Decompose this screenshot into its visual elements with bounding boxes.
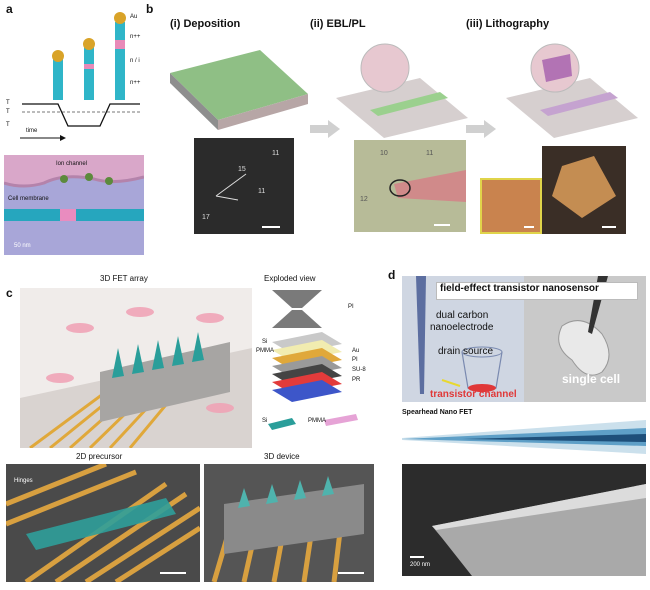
cell-membrane-label: Cell membrane	[8, 196, 49, 202]
exploded-si: Si	[262, 339, 268, 345]
exploded-layer-pr: PR	[352, 377, 361, 383]
time-label: time	[26, 128, 38, 134]
exploded-layer-au: Au	[352, 348, 360, 354]
mark-15: 15	[238, 166, 246, 173]
exploded-layer-pi-top: PI	[348, 304, 354, 310]
cell-membrane-illustration	[4, 155, 144, 255]
temp-label-3: T	[6, 122, 10, 128]
lithography-chip-image-left	[480, 178, 542, 234]
exploded-layer-su8: SU-8	[352, 367, 366, 373]
mark-17: 17	[202, 214, 210, 221]
lithography-substrate	[506, 43, 638, 138]
scalebar-device	[338, 572, 364, 574]
step-lithography: (iii) Lithography	[466, 18, 550, 30]
fet-array-illustration	[20, 288, 252, 448]
scalebar-precursor	[160, 572, 186, 574]
layer-npp-top: n++	[130, 34, 141, 40]
single-cell-label: single cell	[562, 372, 621, 386]
exploded-layer-pi: PI	[352, 357, 358, 363]
scalebar-spearhead	[410, 556, 424, 558]
exploded-pmma: PMMA	[256, 348, 274, 354]
deposition-substrate	[170, 50, 308, 130]
temp-label-2: T	[6, 109, 10, 115]
scalebar-litho-left	[524, 226, 534, 228]
nanowire-growth-diagram	[20, 12, 140, 141]
hinges-label: Hinges	[14, 478, 33, 484]
panel-c-label: c	[6, 286, 13, 300]
ion-channel-label: Ion channel	[56, 161, 88, 167]
device-title: 3D device	[264, 452, 300, 461]
nanosensor-illustration	[402, 276, 646, 402]
lithography-chip-image-right	[542, 146, 626, 234]
dual-carbon-label: dual carbon	[436, 310, 489, 321]
panel-a-label: a	[6, 2, 13, 16]
scale-label-d: 200 nm	[410, 562, 431, 568]
exploded-view-stack	[268, 290, 358, 430]
spearhead-probe	[402, 420, 646, 454]
scalebar-litho-right	[602, 226, 616, 228]
sem-2d-precursor	[6, 464, 200, 582]
scalebar-ebl	[434, 224, 450, 226]
panel-d-label: d	[388, 268, 396, 282]
legend-si: Si	[262, 418, 268, 424]
nanosensor-title: field-effect transistor nanosensor	[440, 283, 599, 294]
array-title: 3D FET array	[100, 274, 148, 283]
layer-npp-bottom: n++	[130, 80, 141, 86]
mark-11-b: 11	[258, 188, 266, 195]
scalebar-deposition	[262, 226, 280, 228]
scale-label-a: 50 nm	[14, 243, 31, 249]
panel-b-label: b	[146, 2, 154, 16]
sem-3d-device	[204, 464, 374, 582]
precursor-title: 2D precursor	[76, 452, 123, 461]
legend-pmma: PMMA	[308, 418, 326, 424]
temp-label-1: T	[6, 100, 10, 106]
optical-ebl-image	[354, 140, 466, 232]
process-arrow-2	[466, 120, 496, 138]
ebl-substrate	[336, 43, 468, 138]
mark-11-c: 11	[426, 150, 434, 157]
sem-deposition-image	[194, 138, 294, 234]
mark-10: 10	[380, 150, 388, 157]
transistor-channel-label: transistor channel	[430, 389, 517, 400]
mark-11-a: 11	[272, 150, 280, 157]
drain-source-label: drain source	[438, 346, 494, 357]
nanosensor-title-box	[436, 282, 638, 300]
nanoelectrode-label: nanoelectrode	[430, 322, 494, 333]
step-deposition: (i) Deposition	[170, 18, 241, 30]
spearhead-label: Spearhead Nano FET	[402, 409, 473, 416]
process-arrow-1	[310, 120, 340, 138]
layer-ni: n / i	[130, 58, 140, 64]
exploded-title: Exploded view	[264, 274, 316, 283]
step-ebl: (ii) EBL/PL	[310, 18, 366, 30]
mark-12: 12	[360, 196, 368, 203]
sem-spearhead-image	[402, 464, 646, 576]
layer-au: Au	[130, 14, 138, 20]
